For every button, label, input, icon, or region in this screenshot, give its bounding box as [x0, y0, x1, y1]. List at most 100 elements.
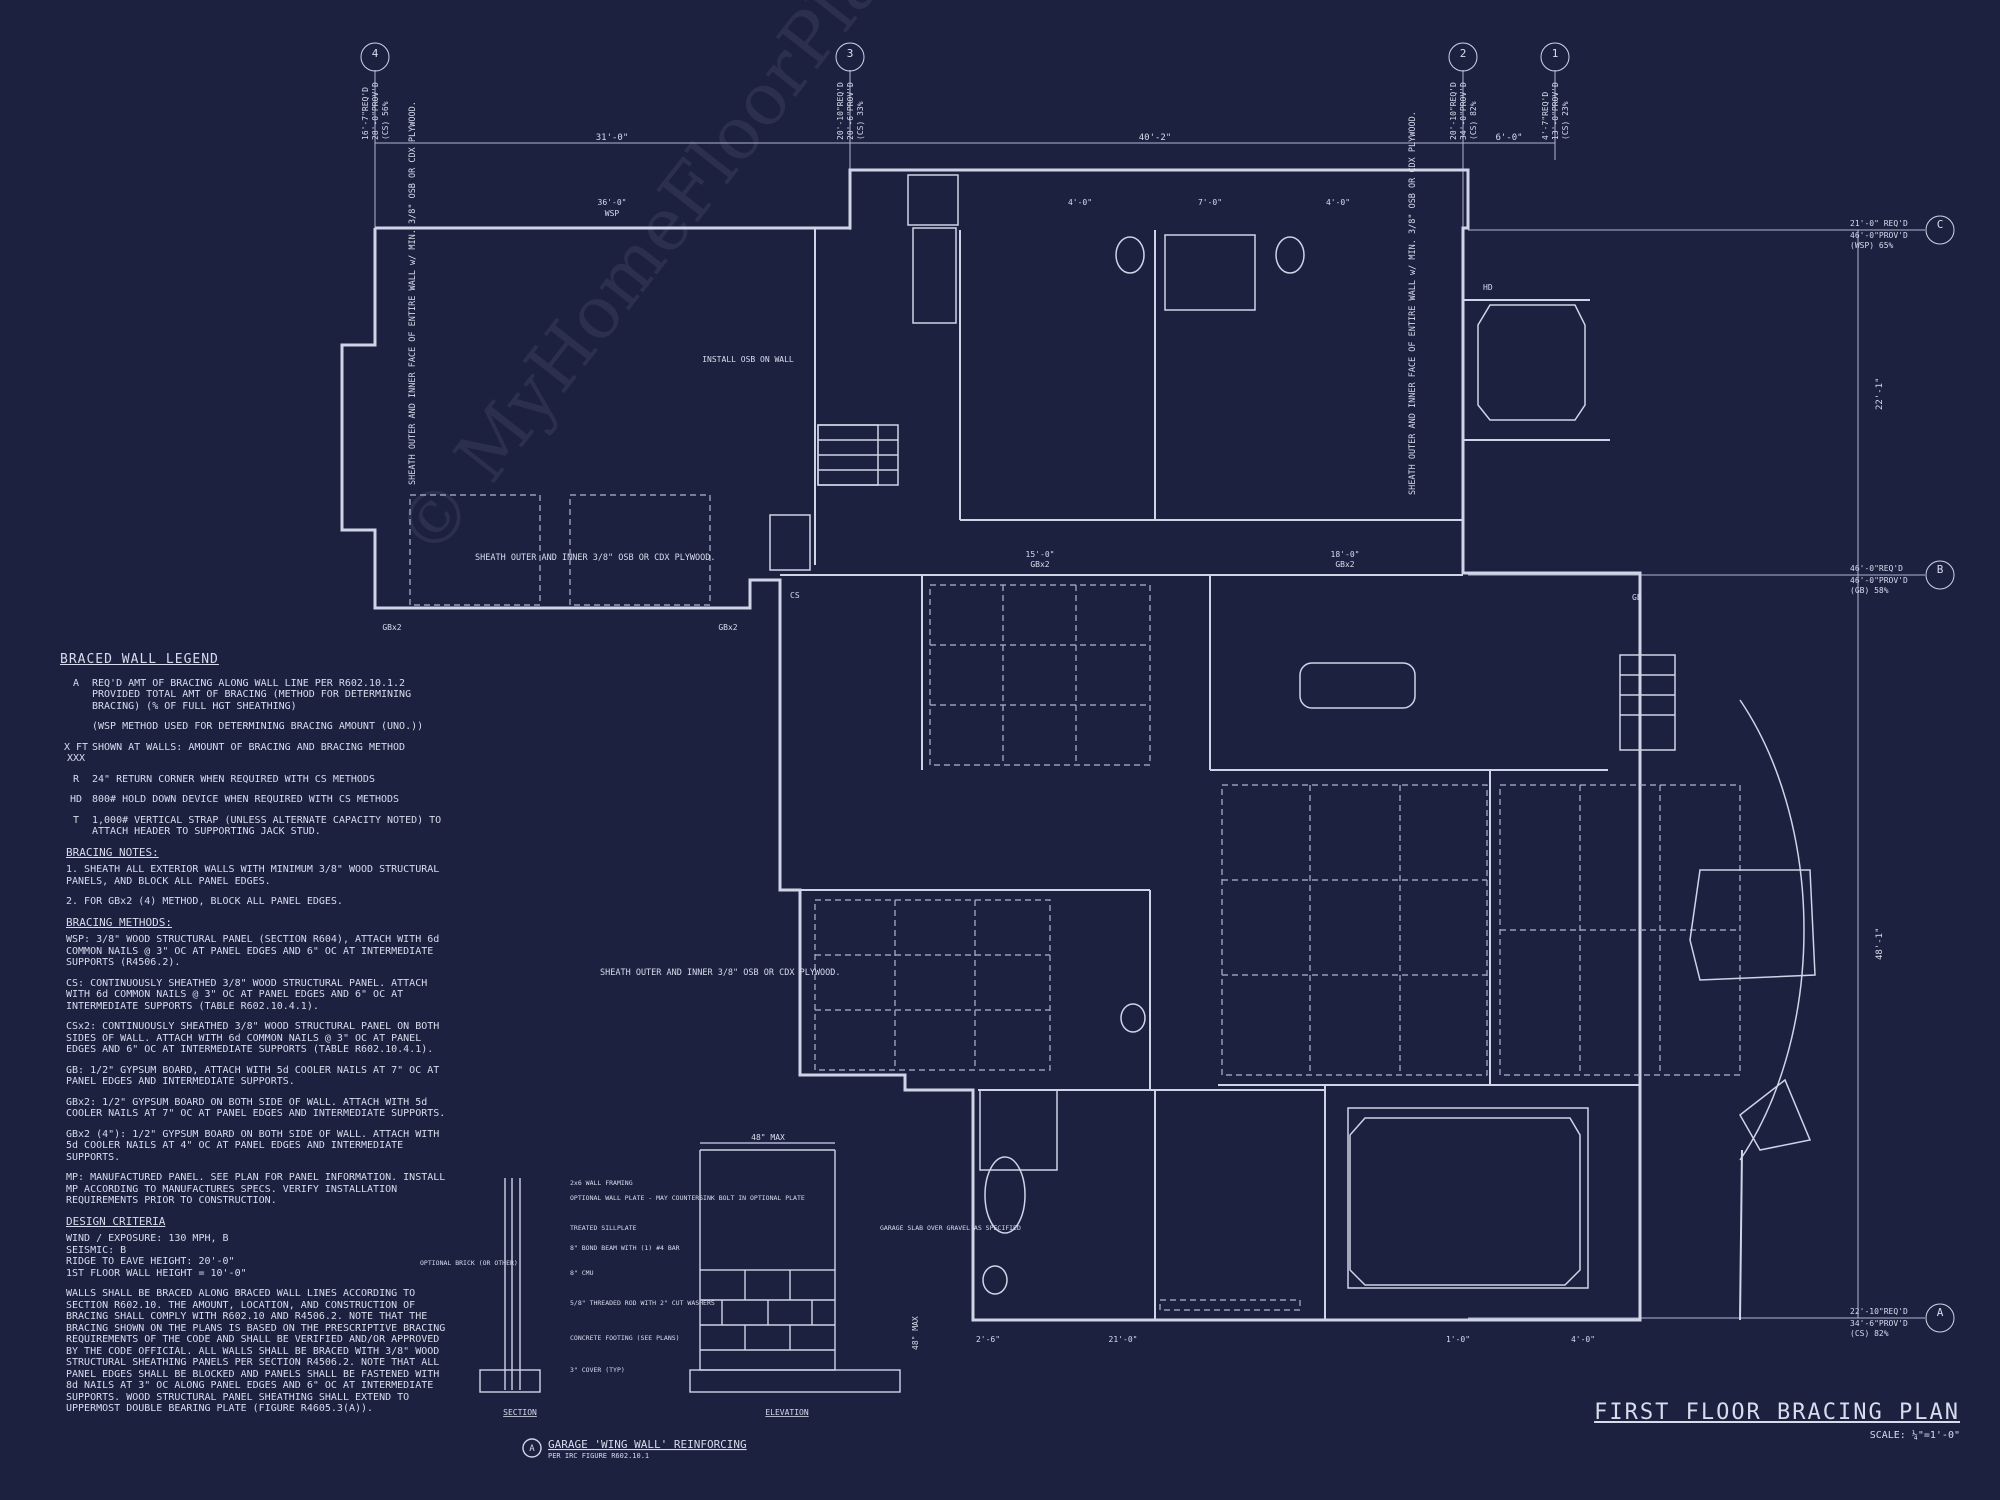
gridc-prov: 46'-0"PROV'D: [1850, 231, 1908, 240]
wing-wall-detail: 48" MAX 48" MAX 2x6 WALL FRAMING OPTIONA…: [420, 1133, 1021, 1460]
label-cs: CS: [790, 591, 800, 600]
grid-bubble-1: 1: [1552, 47, 1559, 60]
fixtures: [769, 174, 1816, 1295]
detail-label-2: OPTIONAL WALL PLATE - MAY COUNTERSINK BO…: [570, 1194, 805, 1202]
legend-symbol-t: T: [72, 814, 80, 826]
legend-item: (WSP METHOD USED FOR DETERMINING BRACING…: [60, 721, 450, 733]
grid-bubble-b: B: [1937, 563, 1944, 576]
detail-left-label: OPTIONAL BRICK (OR OTHER): [420, 1259, 518, 1267]
dim-22ft: 22'-1": [1875, 377, 1885, 410]
gridc-pct: (WSP) 65%: [1850, 241, 1894, 250]
label-2ft6: 2'-6": [976, 1335, 1000, 1344]
legend-text: 800# HOLD DOWN DEVICE WHEN REQUIRED WITH…: [92, 794, 400, 805]
detail-elevation-label: ELEVATION: [765, 1408, 809, 1417]
bracing-methods-heading: BRACING METHODS:: [66, 915, 172, 929]
label-gbx2-a: GBx2: [1030, 560, 1049, 569]
label-gbx2-garage: GBx2: [718, 623, 737, 632]
detail-section-label: SECTION: [503, 1408, 537, 1417]
bracing-note: 2. FOR GBx2 (4) METHOD, BLOCK ALL PANEL …: [66, 896, 343, 907]
gridb-prov: 46'-0"PROV'D: [1850, 576, 1908, 585]
drawing-scale: SCALE: ¼"=1'-0": [1869, 1430, 1960, 1441]
detail-label-1: 2x6 WALL FRAMING: [570, 1179, 633, 1187]
legend-text: SHOWN AT WALLS: AMOUNT OF BRACING AND BR…: [92, 741, 406, 753]
bracing-method: GB: 1/2" GYPSUM BOARD, ATTACH WITH 5d CO…: [66, 1064, 440, 1088]
detail-label-7: CONCRETE FOOTING (SEE PLANS): [570, 1334, 680, 1342]
ceiling-grid: [409, 494, 1741, 1311]
detail-label-3: TREATED SILLPLATE: [570, 1224, 637, 1232]
label-4ft-b: 4'-0": [1326, 198, 1350, 207]
detail-48max: 48" MAX: [751, 1133, 785, 1142]
exterior-walls: [340, 168, 1743, 1322]
grid-bubble-c: C: [1937, 218, 1944, 231]
bracing-method: CSx2: CONTINUOUSLY SHEATHED 3/8" WOOD ST…: [66, 1021, 440, 1055]
grid4-pct: (CS) 56%: [381, 101, 390, 140]
top-grid-lines: 4 3 2 1 16'-7"REQ'D 28'-0"PROV'D (CS) 56…: [360, 42, 1570, 230]
right-grid-lines: C B A 21'-0" REQ'D 46'-0"PROV'D (WSP) 65…: [1468, 215, 1955, 1338]
design-criterion: 1ST FLOOR WALL HEIGHT = 10'-0": [66, 1267, 247, 1279]
legend-text: 24" RETURN CORNER WHEN REQUIRED WITH CS …: [92, 773, 375, 785]
design-criteria-heading: DESIGN CRITERIA: [66, 1214, 166, 1228]
detail-right-label: GARAGE SLAB OVER GRAVEL AS SPECIFIED: [880, 1224, 1021, 1232]
legend-symbol-blank: [60, 721, 92, 733]
label-15ft: 15'-0": [1026, 550, 1055, 559]
label-4ft-a: 4'-0": [1068, 198, 1092, 207]
bracing-method: WSP: 3/8" WOOD STRUCTURAL PANEL (SECTION…: [66, 934, 440, 968]
grid2-prov: 34'-0"PROV'D: [1459, 82, 1468, 140]
label-7ft: 7'-0": [1198, 198, 1222, 207]
detail-label-8: 3" COVER (TYP): [570, 1366, 625, 1374]
label-hd: HD: [1483, 283, 1493, 292]
bracing-method: CS: CONTINUOUSLY SHEATHED 3/8" WOOD STRU…: [66, 977, 428, 1012]
sheath-note-left: SHEATH OUTER AND INNER FACE OF ENTIRE WA…: [408, 101, 418, 485]
label-21ft: 21'-0": [1109, 1335, 1138, 1344]
sheath-notes: SHEATH OUTER AND INNER FACE OF ENTIRE WA…: [408, 101, 1418, 978]
legend-text: (WSP METHOD USED FOR DETERMINING BRACING…: [92, 721, 424, 732]
grida-req: 22'-10"REQ'D: [1850, 1307, 1908, 1316]
label-wsp: WSP: [605, 209, 620, 218]
design-criterion: RIDGE TO EAVE HEIGHT: 20'-0": [66, 1256, 235, 1267]
grid3-prov: 20'-6"PROV'D: [846, 82, 855, 140]
label-36ft: 36'-0": [598, 198, 627, 207]
grid1-pct: (CS) 23%: [1561, 101, 1570, 140]
legend-heading: BRACED WALL LEGEND: [60, 652, 219, 667]
interior-walls: [780, 228, 1640, 1320]
dim-40ft: 40'-2": [1139, 133, 1172, 143]
dim-6ft: 6'-0": [1495, 133, 1522, 143]
detail-label-5: 8" CMU: [570, 1269, 594, 1277]
grid1-req: 4'-7"REQ'D: [1541, 92, 1550, 140]
design-criterion: WIND / EXPOSURE: 130 MPH, B: [66, 1233, 229, 1244]
legend-symbol-hd: HD: [69, 794, 83, 805]
grid1-prov: 13'-0"PROV'D: [1551, 82, 1560, 140]
bracing-note: 1. SHEATH ALL EXTERIOR WALLS WITH MINIMU…: [66, 864, 440, 887]
dim-48ft: 48'-1": [1875, 927, 1885, 960]
sheath-note-middle: SHEATH OUTER AND INNER 3/8" OSB OR CDX P…: [600, 968, 841, 978]
legend-text: 1,000# VERTICAL STRAP (UNLESS ALTERNATE …: [92, 814, 442, 838]
label-1ft: 1'-0": [1446, 1335, 1470, 1344]
drawing-title: FIRST FLOOR BRACING PLAN: [1594, 1400, 1960, 1425]
bracing-notes-heading: BRACING NOTES:: [66, 845, 159, 859]
sheath-note-right: SHEATH OUTER AND INNER FACE OF ENTIRE WA…: [1408, 111, 1418, 495]
grid-bubble-a: A: [1937, 1306, 1944, 1319]
legend-symbol-a: A: [72, 677, 80, 689]
detail-caption-id: A: [529, 1444, 535, 1454]
grid4-prov: 28'-0"PROV'D: [371, 82, 380, 140]
grida-pct: (CS) 82%: [1850, 1329, 1889, 1338]
gridb-req: 46'-0"REQ'D: [1850, 564, 1903, 573]
legend-symbol-xft: X FT XXX: [63, 741, 89, 765]
design-note: WALLS SHALL BE BRACED ALONG BRACED WALL …: [66, 1288, 446, 1414]
grid2-pct: (CS) 82%: [1469, 101, 1478, 140]
bracing-method: MP: MANUFACTURED PANEL. SEE PLAN FOR PAN…: [66, 1172, 446, 1206]
detail-label-6: 5/8" THREADED ROD WITH 2" CUT WASHERS: [570, 1299, 715, 1307]
design-criterion: SEISMIC: B: [66, 1244, 127, 1256]
grid-bubble-3: 3: [847, 47, 854, 60]
grid3-pct: (CS) 33%: [856, 101, 865, 140]
label-4ft-c: 4'-0": [1571, 1335, 1595, 1344]
detail-label-4: 8" BOND BEAM WITH (1) #4 BAR: [570, 1244, 680, 1252]
gridc-req: 21'-0" REQ'D: [1850, 219, 1908, 228]
label-gb: GB: [1632, 593, 1642, 602]
label-gbx2-bottom: GBx2: [382, 623, 401, 632]
sheath-note-garage: SHEATH OUTER AND INNER 3/8" OSB OR CDX P…: [475, 553, 716, 563]
